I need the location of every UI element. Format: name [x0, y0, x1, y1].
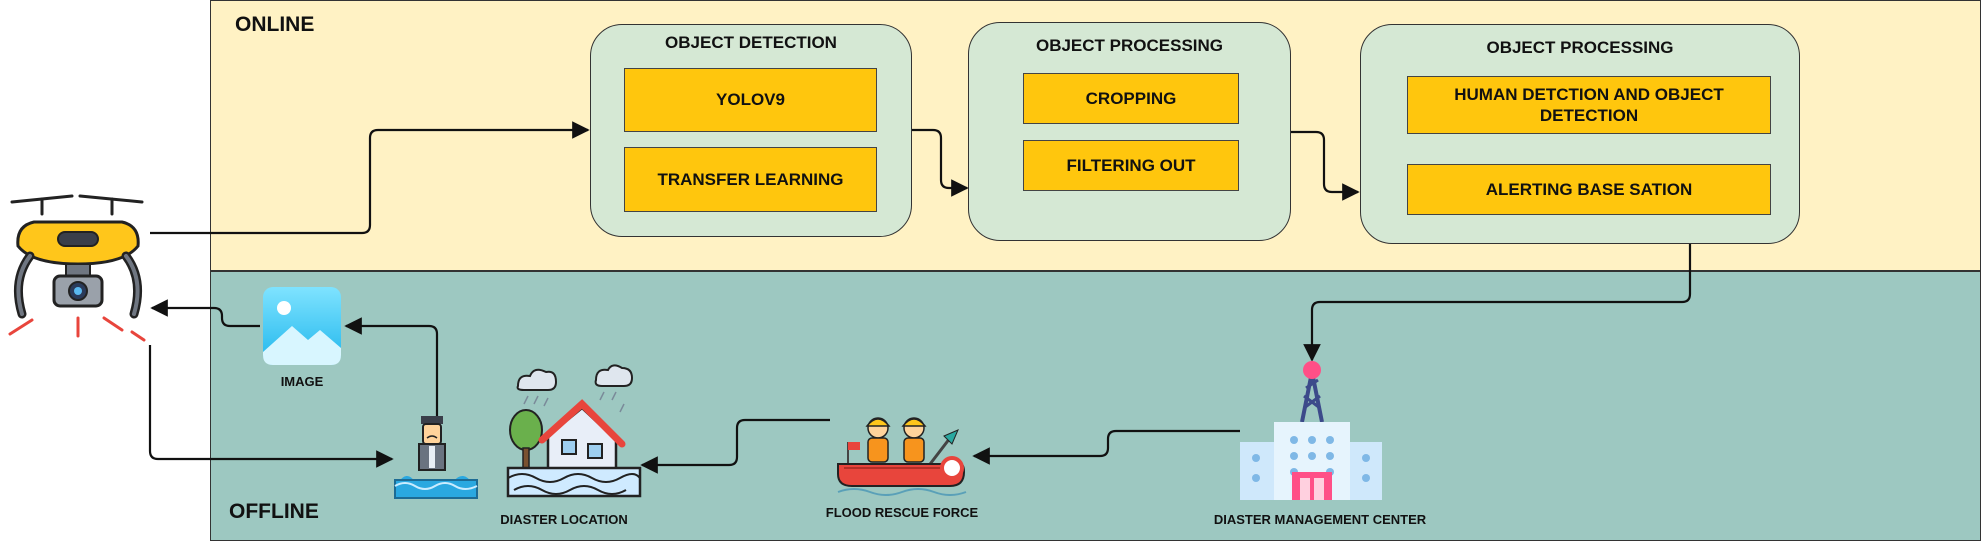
- filtering-out-step: FILTERING OUT: [1023, 140, 1239, 191]
- yolov9-step: YOLOV9: [624, 68, 877, 132]
- center-to-rescue-arrow: [972, 429, 1240, 465]
- object-processing-stage: OBJECT PROCESSING: [968, 22, 1291, 241]
- cropping-step: CROPPING: [1023, 73, 1239, 124]
- detection-to-processing-arrow: [912, 128, 969, 197]
- drone-to-person-arrow: [148, 345, 394, 468]
- rescue-to-location-arrow: [640, 418, 830, 474]
- human-detection-step: HUMAN DETCTION AND OBJECT DETECTION: [1407, 76, 1771, 134]
- online-label: ONLINE: [235, 13, 315, 36]
- drowning-person-icon: [394, 416, 478, 499]
- person-to-image-arrow: [344, 317, 439, 418]
- stage-title: OBJECT PROCESSING: [1035, 36, 1224, 55]
- rescue-boat-icon: [837, 417, 967, 496]
- control-tower-building-icon: [1240, 361, 1382, 500]
- drone-to-detection-arrow: [150, 121, 590, 235]
- transfer-learning-step: TRANSFER LEARNING: [624, 147, 877, 212]
- alerting-to-center-arrow: [1303, 244, 1692, 362]
- image-icon: [263, 287, 341, 365]
- flood-rescue-force-caption: FLOOD RESCUE FORCE: [825, 505, 979, 520]
- stage-title: OBJECT PROCESSING: [1486, 38, 1674, 57]
- disaster-management-center-caption: DIASTER MANAGEMENT CENTER: [1213, 512, 1427, 527]
- offline-label: OFFLINE: [229, 500, 319, 523]
- image-caption: IMAGE: [280, 374, 324, 389]
- disaster-location-caption: DIASTER LOCATION: [500, 512, 628, 527]
- offline-zone: OFFLINE: [210, 271, 1981, 541]
- stage-title: OBJECT DETECTION: [665, 33, 837, 52]
- processing-to-alerting-arrow: [1291, 130, 1360, 201]
- flooded-house-icon: [506, 364, 642, 498]
- image-to-drone-arrow: [150, 299, 260, 328]
- drone-icon: [8, 194, 146, 342]
- alerting-base-station-step: ALERTING BASE SATION: [1407, 164, 1771, 215]
